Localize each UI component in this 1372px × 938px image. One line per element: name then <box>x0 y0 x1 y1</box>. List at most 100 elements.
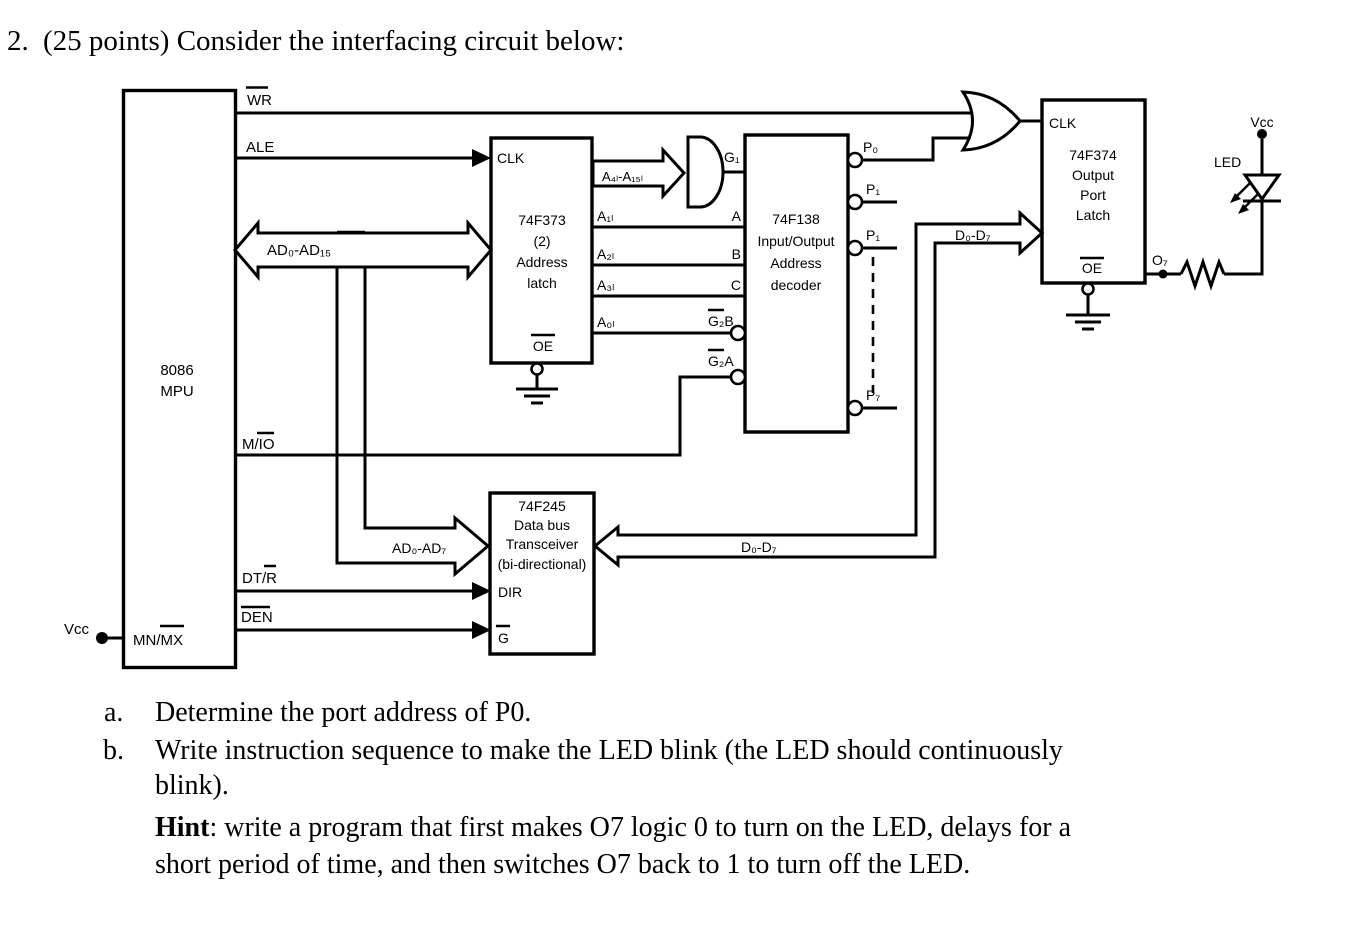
transceiver-desc3-label: (bi-directional) <box>498 556 587 572</box>
p2-bubble-icon <box>846 239 864 257</box>
bus-d0-d7-bottom-label: D₀-D₇ <box>741 539 777 555</box>
decoder-g2b-label: G₂B <box>708 313 734 329</box>
latch374-oe-label: OE <box>1082 260 1102 276</box>
pin-mio-label: M/IO <box>242 436 275 453</box>
pin-den-label: DEN <box>241 609 273 626</box>
transceiver-desc2-label: Transceiver <box>506 536 579 552</box>
bus-d0-d7-top-label: D₀-D₇ <box>955 227 991 243</box>
led-vcc-label: Vcc <box>1250 114 1273 130</box>
hint-line1: Hint: write a program that first makes O… <box>155 812 1071 844</box>
decoder-g2a-label: G₂A <box>708 353 734 369</box>
bus-d0-d7 <box>592 209 1045 569</box>
question-b-text-line2: blink). <box>155 770 229 801</box>
latch373-desc1-label: Address <box>516 254 567 270</box>
pin-ale-label: ALE <box>246 139 274 156</box>
mpu-name-label: 8086 <box>160 362 193 379</box>
led-ray2-icon <box>1244 192 1260 208</box>
resistor-icon <box>1179 257 1226 291</box>
bus-a4l-a15l-label: A₄ₗ-A₁₅ₗ <box>602 169 643 184</box>
or-gate-icon <box>960 90 1022 152</box>
led-ray1-icon <box>1236 181 1252 197</box>
led-diode-icon <box>1242 173 1282 202</box>
latch373-clk-label: CLK <box>497 150 525 166</box>
pin-a1l-label: A₁ₗ <box>597 208 613 224</box>
decoder-b-label: B <box>732 246 741 262</box>
question-a-label: a. <box>104 697 124 728</box>
den-arrowhead-icon <box>472 621 491 639</box>
g2a-bubble-icon <box>729 368 747 386</box>
hint-bold: Hint <box>155 812 210 843</box>
decoder-c-label: C <box>731 277 741 293</box>
g2b-bubble-icon <box>729 324 747 342</box>
decoder-p0-label: P₀ <box>863 139 878 155</box>
decoder-desc2-label: Address <box>770 255 821 271</box>
bus-ad0-ad7-label: AD₀-AD₇ <box>392 540 446 556</box>
output-latch-block <box>1040 98 1147 285</box>
led-ray2-arrowhead-icon <box>1238 204 1249 214</box>
wire-p0-to-or <box>862 136 974 162</box>
pin-mnmx-label: MN/MX <box>133 632 183 649</box>
latch373-oe-label: OE <box>533 338 553 354</box>
ale-arrowhead-icon <box>472 149 491 167</box>
transceiver-dir-label: DIR <box>498 584 522 600</box>
led-vcc-dot <box>1257 129 1267 139</box>
hint-rest: : write a program that first makes O7 lo… <box>209 812 1072 843</box>
mpu-vcc-label: Vcc <box>64 621 90 638</box>
latch374-desc3-label: Latch <box>1076 207 1110 223</box>
decoder-desc3-label: decoder <box>771 277 822 293</box>
transceiver-g-label: G <box>498 630 509 646</box>
oe374-bubble-icon <box>1081 282 1095 296</box>
pin-wr-label: WR <box>247 92 272 109</box>
decoder-p2-label: P₁ <box>866 227 880 243</box>
question-b-text-line1: Write instruction sequence to make the L… <box>155 735 1063 766</box>
latch374-desc2-label: Port <box>1080 187 1106 203</box>
decoder-desc1-label: Input/Output <box>757 233 834 249</box>
question-title: (25 points) Consider the interfacing cir… <box>43 25 625 57</box>
led-label: LED <box>1214 154 1241 170</box>
pin-dtr-label: DT/R <box>242 570 277 587</box>
ground-symbol-373 <box>516 374 558 405</box>
transceiver-name-label: 74F245 <box>518 498 566 514</box>
latch374-desc1-label: Output <box>1072 167 1114 183</box>
latch373-name-label: 74F373 <box>518 212 566 228</box>
pin-a2l-label: A₂ₗ <box>597 246 614 262</box>
latch374-name-label: 74F374 <box>1069 147 1117 163</box>
pin-o7-label: O₇ <box>1152 252 1168 268</box>
address-latch-block <box>489 136 594 365</box>
bus-ad0-ad15-label: AD₀-AD₁₅ <box>267 242 331 259</box>
vcc-junction-dot <box>96 632 108 644</box>
oe373-bubble-icon <box>530 362 544 376</box>
led-ray1-arrowhead-icon <box>1230 193 1241 203</box>
pin-a0l-label: A₀ₗ <box>597 314 614 330</box>
pin-a3l-label: A₃ₗ <box>597 277 614 293</box>
decoder-block <box>743 133 850 434</box>
decoder-a-label: A <box>732 208 742 224</box>
p1-bubble-icon <box>846 193 864 211</box>
p7-bubble-icon <box>846 399 864 417</box>
bus-a4l-a15l <box>591 146 687 200</box>
mpu-type-label: MPU <box>160 383 193 400</box>
led-output-circuit <box>1145 129 1282 291</box>
wire-mio-to-g2a <box>236 375 730 457</box>
transceiver-desc1-label: Data bus <box>514 517 570 533</box>
decoder-p1-label: P₁ <box>866 181 880 197</box>
ground-symbol-374 <box>1066 294 1110 331</box>
decoder-p7-label: P₇ <box>866 387 880 403</box>
and-gate-icon <box>686 135 725 209</box>
wire-resistor-to-led <box>1224 201 1264 276</box>
question-a-text: Determine the port address of P0. <box>155 697 532 728</box>
latch374-clk-label: CLK <box>1049 115 1077 131</box>
hint-line2: short period of time, and then switches … <box>155 849 971 880</box>
o7-junction-dot <box>1158 269 1168 279</box>
dtr-arrowhead-icon <box>472 582 491 600</box>
mpu-block <box>121 88 238 670</box>
decoder-g1-label: G₁ <box>724 149 740 165</box>
question-b-label: b. <box>103 735 124 766</box>
decoder-name-label: 74F138 <box>772 211 820 227</box>
p0-bubble-icon <box>846 151 864 169</box>
question-number: 2. <box>7 25 29 57</box>
bus-ad0-ad15 <box>233 218 493 282</box>
latch373-qty-label: (2) <box>533 233 550 249</box>
